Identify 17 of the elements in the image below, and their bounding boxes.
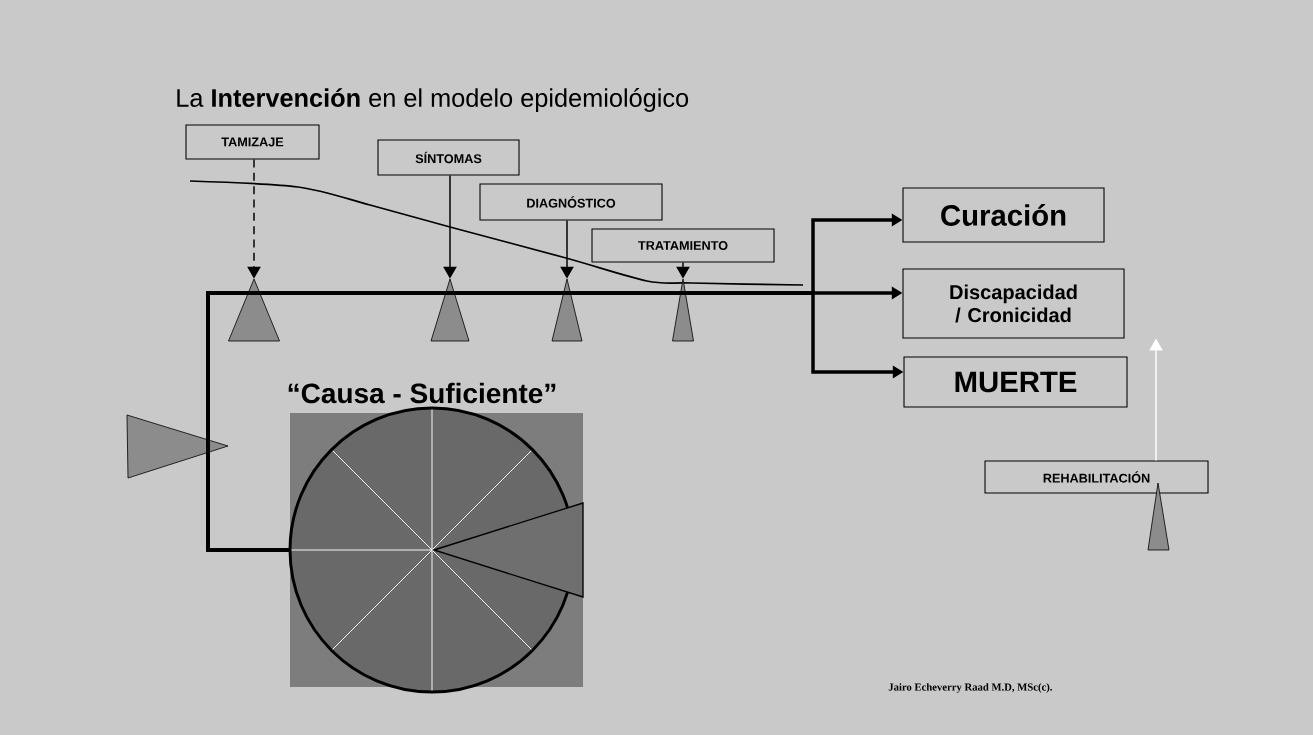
label-box: Discapacidad / Cronicidad [902,268,1125,339]
label-box: MUERTE [903,356,1128,408]
triangle-marker [1147,482,1170,551]
title: La Intervención en el modelo epidemiológico [177,88,689,112]
triangle-marker [228,278,280,342]
label-box: SÍNTOMAS [377,139,520,176]
label-box: DIAGNÓSTICO [479,183,663,221]
triangle-marker [430,278,470,342]
label-box: TAMIZAJE [185,124,320,160]
label-box: TRATAMIENTO [591,228,775,263]
triangle-marker [126,414,229,479]
triangle-marker [551,278,583,342]
author-credit: Jairo Echeverry Raad M.D, MSc(c). [888,683,1052,693]
label-box: Curación [902,187,1105,243]
triangle-marker [672,278,694,342]
pie-heading: “Causa - Suficiente” [288,382,556,404]
label-box: REHABILITACIÓN [984,460,1209,494]
